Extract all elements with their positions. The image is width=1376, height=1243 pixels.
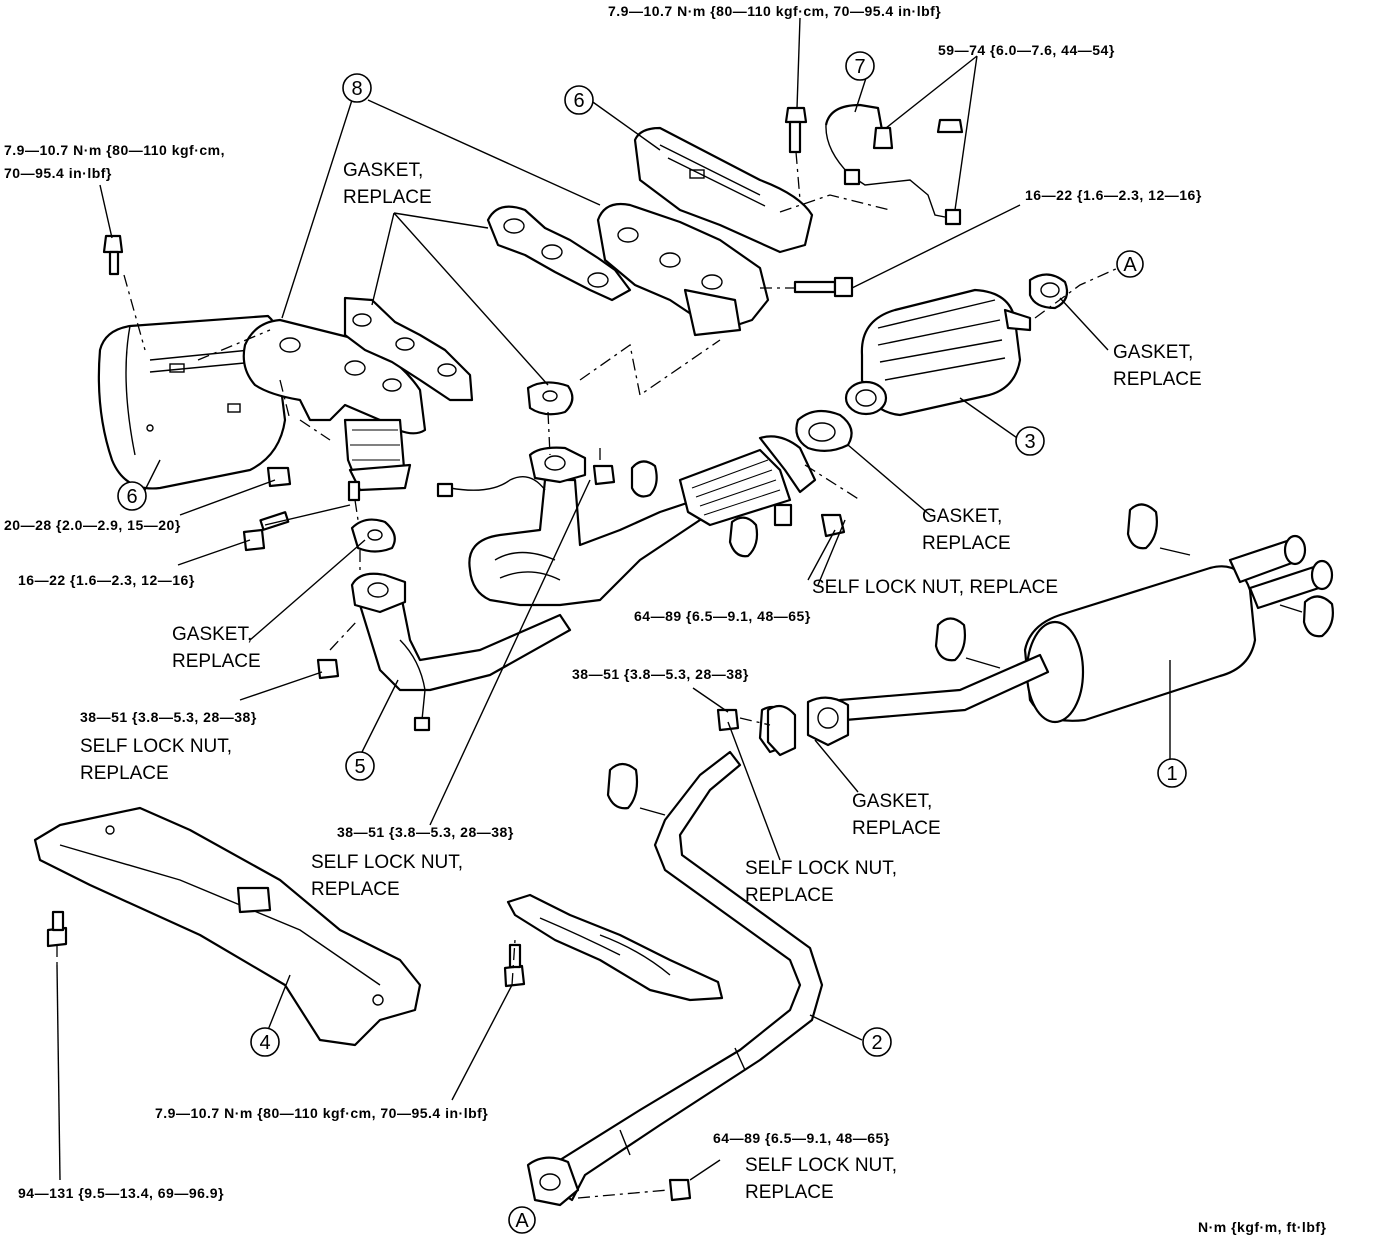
front-pipe-y — [468, 446, 702, 607]
svg-text:4: 4 — [259, 1032, 270, 1054]
callout-7: 7 — [845, 51, 875, 81]
self-lock-nut-front-line2: REPLACE — [80, 763, 169, 784]
oxygen-sensor-pipe — [824, 103, 964, 226]
svg-text:A: A — [1123, 254, 1137, 276]
svg-text:A: A — [515, 1210, 529, 1232]
manifold-bolt — [793, 276, 854, 298]
center-lines — [56, 151, 1119, 1199]
gasket-muffler — [766, 704, 797, 757]
svg-text:6: 6 — [573, 90, 584, 112]
front-pipe-nut — [316, 658, 340, 680]
svg-text:7: 7 — [854, 56, 865, 78]
hanger-rubber-3 — [606, 762, 666, 816]
manifold-nut-left — [266, 466, 292, 488]
torque-left-line1: 7.9—10.7 N·m {80—110 kgf·cm, — [4, 142, 225, 158]
manifold-gasket-left — [343, 296, 474, 402]
callout-6-left: 6 — [117, 481, 147, 511]
callout-1: 1 — [1157, 758, 1187, 788]
self-lock-nut-front-line1: SELF LOCK NUT, — [80, 736, 232, 757]
leader-lines — [56, 17, 1171, 1181]
o2-sensor-wire — [436, 476, 546, 498]
hanger-rubber-1 — [630, 460, 658, 498]
torque-left-line2: 70—95.4 in·lbf} — [4, 165, 112, 181]
self-lock-nut-bottom-line1: SELF LOCK NUT, — [745, 1155, 897, 1176]
torque-o2-pipe: 59—74 {6.0—7.6, 44—54} — [938, 42, 1115, 58]
svg-text:2: 2 — [871, 1032, 882, 1054]
torque-top: 7.9—10.7 N·m {80—110 kgf·cm, 70—95.4 in·… — [608, 3, 941, 19]
exhaust-manifold-left — [242, 318, 427, 492]
torque-bolt-16: 16—22 {1.6—2.3, 12—16} — [18, 572, 195, 588]
heat-insulator-left — [97, 314, 287, 490]
heat-insulator-center — [506, 893, 724, 1002]
self-lock-nut-bottom-line2: REPLACE — [745, 1182, 834, 1203]
gasket-replace-front-line1: GASKET, — [172, 624, 252, 645]
self-lock-nut-muffler-line1: SELF LOCK NUT, — [745, 858, 897, 879]
self-lock-nut-mid-line2: REPLACE — [311, 879, 400, 900]
callout-4: 4 — [250, 1027, 280, 1057]
gasket-front-pipe — [350, 518, 396, 553]
svg-text:3: 3 — [1024, 431, 1035, 453]
svg-text:1: 1 — [1166, 763, 1177, 785]
gasket-replace-front-line2: REPLACE — [172, 651, 261, 672]
torque-mid-nut: 38—51 {3.8—5.3, 28—38} — [337, 824, 514, 840]
gasket-replace-top-line1: GASKET, — [343, 160, 423, 181]
torque-crossmember-cover: 7.9—10.7 N·m {80—110 kgf·cm, 70—95.4 in·… — [155, 1105, 488, 1121]
units-legend: N·m {kgf·m, ft·lbf} — [1198, 1219, 1327, 1235]
svg-text:5: 5 — [354, 756, 365, 778]
exhaust-manifold-right — [596, 202, 770, 337]
manifold-stud — [347, 480, 361, 502]
hanger-rubber-4 — [1126, 503, 1191, 556]
callout-3: 3 — [1015, 426, 1045, 456]
torque-crossmember-bolt: 94—131 {9.5—13.4, 69—96.9} — [18, 1185, 224, 1201]
gasket-replace-muffler-line1: GASKET, — [852, 791, 932, 812]
gasket-replace-cat-line2: REPLACE — [922, 533, 1011, 554]
torque-manifold-bolt: 16—22 {1.6—2.3, 12—16} — [1025, 187, 1202, 203]
gasket-converter-rear — [1028, 273, 1069, 310]
main-muffler — [806, 534, 1334, 747]
gasket-replace-cat-line1: GASKET, — [922, 506, 1002, 527]
self-lock-nut-flex: SELF LOCK NUT, REPLACE — [812, 577, 1058, 598]
gasket-converter-front — [795, 409, 853, 452]
hanger-rubber-2 — [728, 516, 759, 558]
center-insulator-bolt — [503, 943, 526, 988]
torque-flex: 64—89 {6.5—9.1, 48—65} — [634, 608, 811, 624]
callout-2: 2 — [862, 1027, 892, 1057]
hanger-rubber-6 — [1279, 595, 1334, 638]
middle-pipe-nut — [716, 708, 740, 732]
gasket-replace-a-line1: GASKET, — [1113, 342, 1193, 363]
y-pipe-self-lock-nut — [592, 464, 616, 486]
torque-nut-20: 20—28 {2.0—2.9, 15—20} — [4, 517, 181, 533]
hanger-rubber-5 — [934, 617, 1001, 669]
torque-front-nut: 38—51 {3.8—5.3, 28—38} — [80, 709, 257, 725]
gasket-y-pipe-top — [526, 381, 574, 416]
callout-5: 5 — [345, 751, 375, 781]
self-lock-nut-mid-line1: SELF LOCK NUT, — [311, 852, 463, 873]
bolt-right-top — [784, 106, 808, 154]
catalytic-converter — [844, 288, 1032, 417]
gasket-replace-a-line2: REPLACE — [1113, 369, 1202, 390]
crossmember-bolt — [46, 910, 68, 948]
front-pipe-left — [350, 572, 572, 732]
gasket-replace-muffler-line2: REPLACE — [852, 818, 941, 839]
gasket-replace-top-line2: REPLACE — [343, 187, 432, 208]
callout-6-right: 6 — [564, 85, 594, 115]
heat-insulator-right — [633, 126, 814, 254]
manifold-gasket-right — [486, 205, 632, 302]
svg-text:6: 6 — [126, 486, 137, 508]
crossmember — [33, 806, 422, 1047]
callout-A-top: A — [1116, 250, 1144, 278]
self-lock-nut-muffler-line2: REPLACE — [745, 885, 834, 906]
bolt-left-top — [102, 234, 124, 276]
torque-muffler-nut: 38—51 {3.8—5.3, 28—38} — [572, 666, 749, 682]
torque-bottom-nut: 64—89 {6.5—9.1, 48—65} — [713, 1130, 890, 1146]
bottom-self-lock-nut — [668, 1178, 692, 1202]
callout-A-bottom: A — [508, 1206, 536, 1234]
flex-self-lock-nut — [820, 513, 846, 538]
manifold-bolt-left — [242, 511, 290, 552]
svg-text:8: 8 — [351, 78, 362, 100]
callout-8: 8 — [342, 73, 372, 103]
flexible-joint — [678, 435, 817, 527]
